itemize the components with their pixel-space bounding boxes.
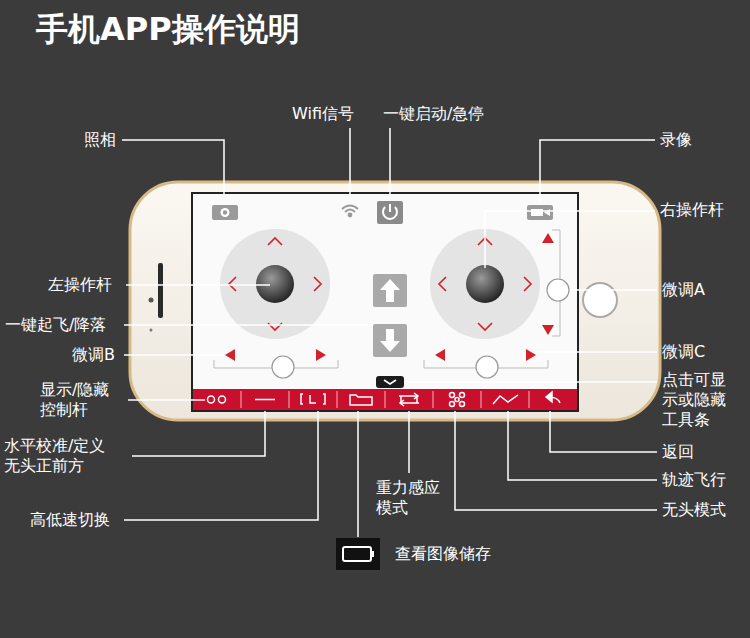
sensor: [149, 298, 154, 303]
leader-line: [349, 128, 351, 200]
storage-icon: [336, 538, 380, 570]
page-title: 手机APP操作说明: [36, 8, 300, 52]
callout-label: 左操作杆: [48, 275, 112, 295]
callout-label: 微调A: [662, 280, 705, 300]
power-button: [377, 201, 403, 224]
trim-c: [424, 349, 548, 378]
phone-body: [130, 182, 660, 420]
home-button: [583, 283, 617, 317]
callout-label: Wifi信号: [292, 104, 354, 124]
callout-label: 一键起飞/降落: [5, 315, 106, 335]
camera-icon: [212, 205, 238, 220]
toolbar-tab: [376, 376, 404, 388]
callout-label: 查看图像储存: [395, 544, 491, 564]
leader-line: [126, 284, 270, 286]
callout-label: 高低速切换: [30, 510, 110, 530]
leader-line: [128, 399, 205, 401]
leader-line: [357, 411, 359, 537]
leader-line: [508, 411, 657, 480]
screen: [192, 193, 578, 411]
callout-label: 一键启动/急停: [383, 104, 484, 124]
leader-line: [408, 411, 410, 473]
callout-label: 微调B: [72, 345, 115, 365]
trim-a: [542, 230, 569, 336]
leader-line: [132, 411, 265, 456]
leader-line: [124, 411, 318, 520]
callout-label: 照相: [84, 130, 116, 150]
leader-line: [540, 140, 655, 203]
leader-line: [124, 324, 372, 326]
callout-label: 重力感应 模式: [376, 478, 446, 518]
callout-label: 水平校准/定义 无头正前方: [4, 436, 119, 476]
record-icon: [527, 205, 553, 220]
leader-line: [405, 381, 657, 383]
callout-label: 轨迹飞行: [662, 470, 726, 490]
leader-line: [122, 140, 224, 202]
leader-line: [389, 128, 391, 199]
callout-label: 无头模式: [662, 500, 726, 520]
callout-label: 返回: [662, 442, 694, 462]
callout-label: 录像: [660, 130, 692, 150]
sensor: [150, 329, 153, 332]
takeoff-landing-buttons: [373, 274, 407, 357]
leader-line: [455, 411, 657, 510]
trim-b: [214, 349, 338, 378]
toolbar: [193, 389, 577, 410]
callout-label: 微调C: [662, 342, 705, 362]
callout-label: 点击可显 示或隐藏 工具条: [662, 370, 732, 430]
leader-line: [570, 289, 657, 291]
callout-label: 显示/隐藏 控制杆: [40, 380, 125, 420]
left-joystick: [220, 229, 330, 339]
leader-line: [550, 411, 657, 452]
speaker: [158, 263, 163, 318]
leader-line: [485, 211, 655, 268]
leader-line: [124, 354, 224, 356]
callout-label: 右操作杆: [660, 200, 724, 220]
wifi-icon: [342, 206, 358, 217]
leader-line: [537, 351, 657, 353]
